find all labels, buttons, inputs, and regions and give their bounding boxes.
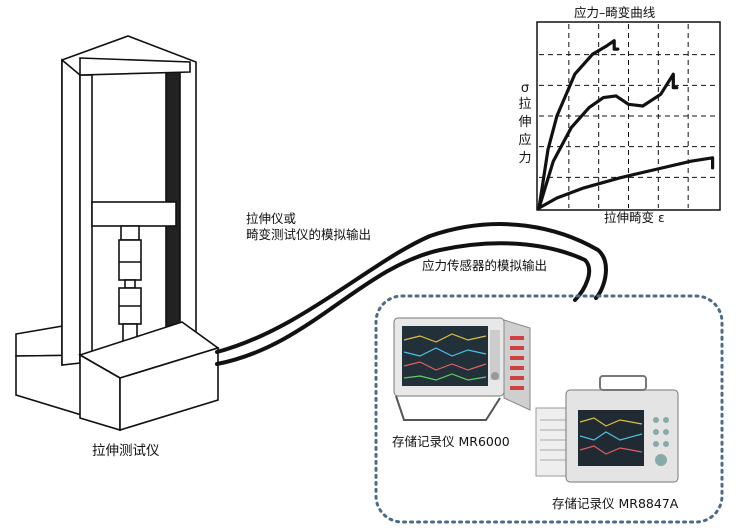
tester-crosshead	[91, 201, 177, 227]
chart-y-symbol: σ	[520, 81, 530, 96]
chart-y-char: 拉	[518, 97, 532, 112]
stress-strain-curve-2	[537, 72, 679, 210]
cable-label-lower: 应力传感器的模拟输出	[422, 258, 548, 273]
chart-y-char: 力	[518, 151, 532, 166]
chart-title: 应力–畸变曲线	[574, 5, 656, 20]
cable-label-upper-line2: 畸变测试仪的模拟输出	[246, 227, 372, 242]
cable-upper	[215, 222, 608, 354]
recorders-box	[374, 294, 724, 524]
mr8847a-label: 存储记录仪 MR8847A	[552, 496, 679, 511]
chart-x-label: 拉伸畸变 ε	[604, 210, 665, 225]
tester-top-head	[79, 57, 191, 76]
machine-label: 拉伸测试仪	[92, 443, 160, 459]
signal-cables	[215, 222, 608, 366]
cable-lower	[215, 241, 592, 366]
tester-column-left	[79, 74, 93, 364]
chart-series-group	[537, 39, 715, 210]
tester-frame-side	[61, 58, 81, 366]
cable-label-upper-line1: 拉伸仪或	[246, 211, 297, 226]
tensile-tester	[15, 35, 220, 432]
mr6000-label: 存储记录仪 MR6000	[392, 434, 510, 449]
stress-strain-curve-1	[537, 39, 620, 210]
stress-strain-chart	[536, 21, 721, 211]
stress-strain-curve-3	[537, 156, 715, 210]
chart-y-char: 应	[518, 133, 532, 148]
mr8847a-recorder	[535, 375, 679, 483]
upper-grip	[120, 225, 140, 241]
mr6000-recorder	[393, 317, 531, 421]
upper-grip-body	[118, 239, 142, 281]
control-box-side	[119, 346, 219, 432]
chart-y-char: 伸	[518, 115, 532, 130]
specimen	[124, 279, 136, 289]
